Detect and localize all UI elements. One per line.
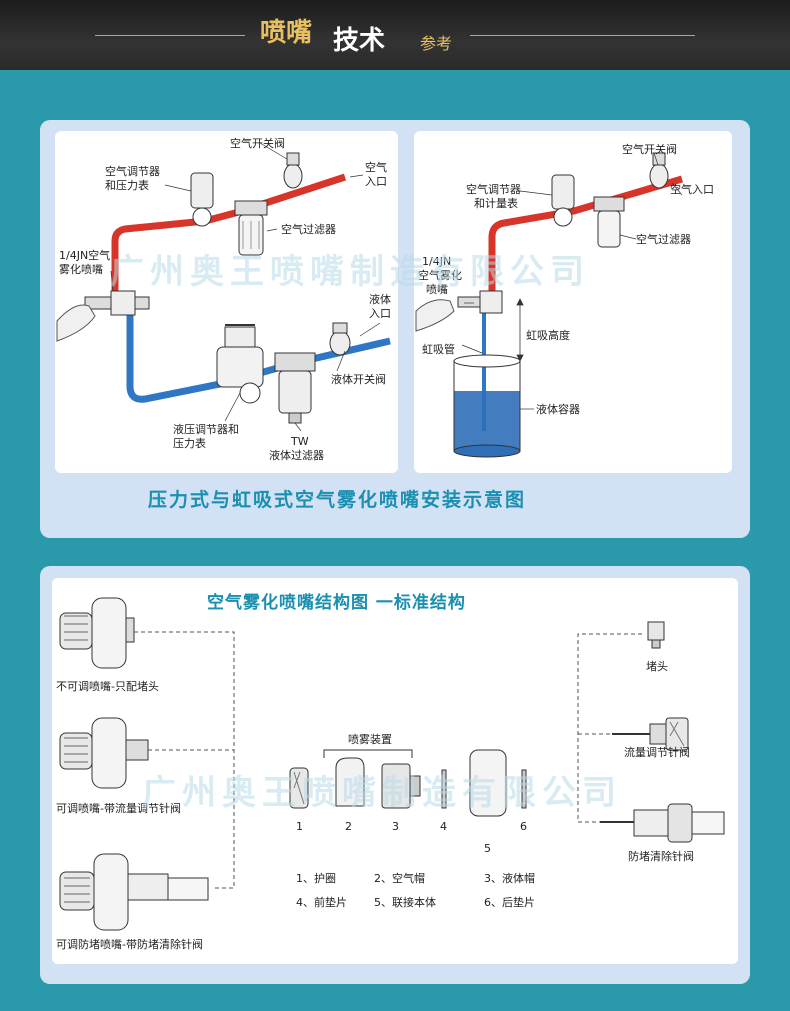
- part-number-3: 3: [392, 820, 399, 833]
- label-liquid-inlet-2: 入口: [369, 307, 391, 320]
- liquid-pipe: [126, 311, 391, 403]
- left-label-1: 不可调喷嘴-只配堵头: [56, 679, 159, 693]
- air-switch-valve: [283, 152, 303, 189]
- siphon-air-switch-valve: [649, 152, 669, 189]
- part-number-5: 5: [484, 842, 491, 855]
- siphon-label-nozzle-3: 喷嘴: [426, 283, 448, 296]
- leader-lines: [110, 142, 381, 432]
- siphon-leader-lines: [461, 152, 683, 410]
- siphon-label-air-filter: 空气过滤器: [636, 232, 691, 246]
- right-clog-needle: [600, 803, 725, 843]
- legend-2: 2、空气帽: [374, 871, 425, 885]
- legend-3: 3、液体帽: [484, 871, 535, 885]
- right-label-plug: 堵头: [646, 659, 668, 673]
- pressure-diagram-card: 空气开关阀 空气调节器 和压力表 空气 入口 空气过滤器 1/4JN空气 雾化喷…: [55, 131, 398, 473]
- structure-diagram: 空气雾化喷嘴结构图 一标准结构 不可调喷嘴-只配堵头 可调喷嘴-带流量调节针阀 …: [56, 592, 725, 951]
- siphon-height-arrow: [516, 298, 524, 362]
- header-title-2: 技术: [333, 26, 386, 56]
- spray-device-label: 喷雾装置: [348, 733, 392, 746]
- right-flow-needle: [612, 717, 689, 751]
- part-number-6: 6: [520, 820, 527, 833]
- siphon-air-pipe: [488, 175, 683, 291]
- header-title-1: 喷嘴: [260, 18, 313, 48]
- part-number-2: 2: [345, 820, 352, 833]
- siphon-air-regulator: [551, 174, 575, 227]
- part-5-body: [469, 749, 507, 817]
- header-title-3: 参考: [420, 34, 453, 53]
- structure-title: 空气雾化喷嘴结构图 一标准结构: [207, 592, 466, 613]
- left-label-3: 可调防堵喷嘴-带防堵清除针阀: [56, 937, 203, 951]
- pressure-diagram: 空气开关阀 空气调节器 和压力表 空气 入口 空气过滤器 1/4JN空气 雾化喷…: [56, 136, 391, 462]
- siphon-label-air-inlet: 空气入口: [670, 182, 714, 196]
- part-4-front-gasket: [441, 769, 447, 809]
- nozzle-adjustable: [59, 717, 149, 789]
- part-2-air-cap: [335, 757, 365, 807]
- label-air-regulator-2: 和压力表: [105, 178, 149, 192]
- siphon-label-air-switch-valve: 空气开关阀: [622, 142, 677, 156]
- siphon-label-nozzle-1: 1/4JN: [422, 255, 451, 268]
- header-line-right: [470, 35, 695, 36]
- air-pipe: [111, 173, 347, 296]
- left-label-2: 可调喷嘴-带流量调节针阀: [56, 801, 181, 815]
- siphon-label-container: 液体容器: [536, 402, 580, 416]
- spray-device-bracket: [323, 749, 413, 758]
- siphon-nozzle-assembly: [415, 290, 503, 332]
- right-label-clog-needle: 防堵清除针阀: [628, 849, 694, 863]
- liquid-regulator: [216, 324, 264, 404]
- label-air-inlet-1: 空气: [365, 160, 387, 174]
- liquid-container: [453, 354, 521, 458]
- tw-liquid-filter: [274, 352, 316, 424]
- siphon-diagram: 空气开关阀 空气调节器 和计量表 空气入口 空气过滤器 1/4JN 空气雾化 喷…: [415, 142, 714, 458]
- label-nozzle-2: 雾化喷嘴: [59, 262, 103, 276]
- liquid-switch-valve: [329, 322, 351, 356]
- label-air-inlet-2: 入口: [365, 175, 387, 188]
- legend-4: 4、前垫片: [296, 895, 347, 909]
- install-caption: 压力式与虹吸式空气雾化喷嘴安装示意图: [148, 489, 527, 511]
- part-number-4: 4: [440, 820, 447, 833]
- siphon-label-air-regulator-2: 和计量表: [474, 196, 518, 210]
- legend-6: 6、后垫片: [484, 895, 535, 909]
- svg-text:广州奥王喷嘴制造有限公司: 广州奥王喷嘴制造有限公司: [110, 252, 590, 292]
- label-hyd-regulator-2: 压力表: [173, 436, 206, 450]
- siphon-air-filter: [593, 196, 625, 248]
- nozzle-assembly: [56, 290, 150, 342]
- structure-card: 空气雾化喷嘴结构图 一标准结构 不可调喷嘴-只配堵头 可调喷嘴-带流量调节针阀 …: [52, 578, 738, 964]
- left-connector-lines: [134, 631, 235, 889]
- exploded-parts: [289, 749, 527, 817]
- air-filter: [234, 200, 268, 256]
- header-line-left: [95, 35, 245, 36]
- label-air-switch-valve: 空气开关阀: [230, 136, 285, 150]
- right-label-flow-needle: 流量调节针阀: [624, 745, 690, 759]
- siphon-label-nozzle-2: 空气雾化: [418, 268, 462, 282]
- siphon-label-height: 虹吸高度: [526, 328, 570, 342]
- watermark-1: 广州奥王喷嘴制造有限公司: [110, 252, 590, 292]
- label-liquid-filter: 液体过滤器: [269, 448, 324, 462]
- header-bar: 喷嘴 技术 参考: [0, 0, 790, 70]
- air-regulator: [190, 172, 214, 227]
- label-liquid-inlet-1: 液体: [369, 292, 391, 306]
- siphon-label-air-regulator-1: 空气调节器: [466, 182, 521, 196]
- legend-1: 1、护圈: [296, 871, 336, 885]
- part-6-rear-gasket: [521, 769, 527, 809]
- siphon-label-tube: 虹吸管: [422, 342, 455, 356]
- label-hyd-regulator-1: 液压调节器和: [173, 422, 239, 436]
- right-connector-lines: [577, 633, 642, 823]
- part-number-1: 1: [296, 820, 303, 833]
- label-air-filter: 空气过滤器: [281, 222, 336, 236]
- right-plug: [647, 621, 665, 649]
- label-tw: TW: [290, 435, 309, 448]
- label-liquid-switch-valve: 液体开关阀: [331, 372, 386, 386]
- label-air-regulator-1: 空气调节器: [105, 164, 160, 178]
- nozzle-fixed: [59, 597, 135, 669]
- nozzle-anti-clog: [59, 853, 209, 931]
- watermark-2: 广州奥王喷嘴制造有限公司: [142, 773, 622, 813]
- siphon-diagram-card: 空气开关阀 空气调节器 和计量表 空气入口 空气过滤器 1/4JN 空气雾化 喷…: [414, 131, 732, 473]
- legend-5: 5、联接本体: [374, 895, 436, 909]
- label-nozzle-1: 1/4JN空气: [59, 248, 110, 262]
